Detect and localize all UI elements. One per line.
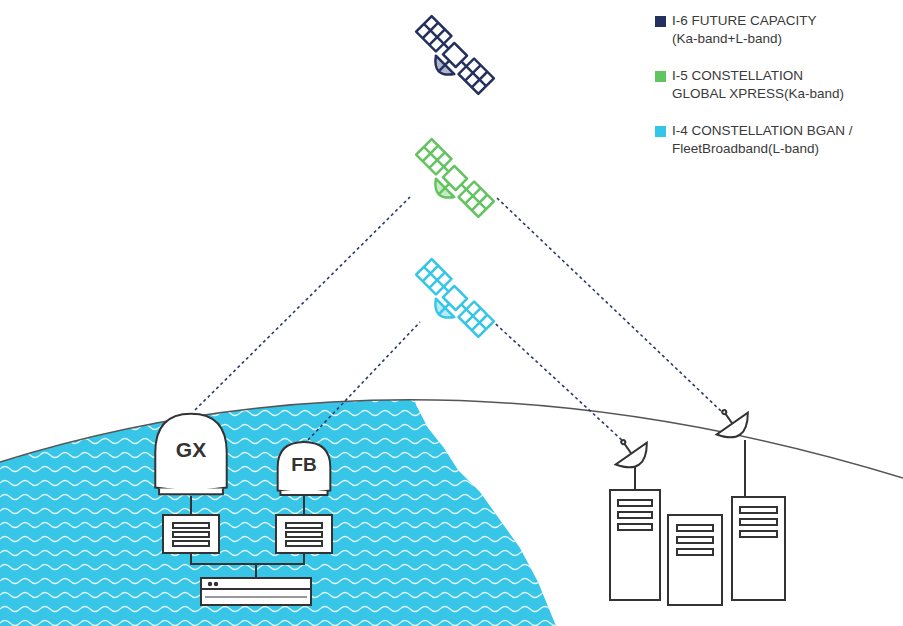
legend-swatch — [655, 71, 666, 82]
i6-satellite — [408, 16, 494, 102]
legend-text: I-4 CONSTELLATION BGAN / FleetBroadband(… — [672, 122, 887, 158]
earth-horizon — [0, 400, 903, 478]
legend-text: I-5 CONSTELLATION GLOBAL XPRESS(Ka-band) — [672, 67, 860, 103]
i5-satellite — [408, 139, 494, 225]
antenna-dome: GX — [153, 412, 229, 496]
dome-label: FB — [291, 454, 316, 476]
legend-text: I-6 FUTURE CAPACITY (Ka-band+L-band) — [672, 12, 835, 48]
i4-satellite — [408, 259, 494, 345]
antenna-dome: FB — [276, 441, 332, 496]
legend-swatch — [655, 126, 666, 137]
dome-label: GX — [176, 438, 206, 462]
vessel-equipment — [163, 496, 332, 605]
ocean — [0, 370, 556, 626]
ground-station — [607, 400, 785, 605]
signal-links — [195, 197, 722, 442]
legend-swatch — [655, 16, 666, 27]
